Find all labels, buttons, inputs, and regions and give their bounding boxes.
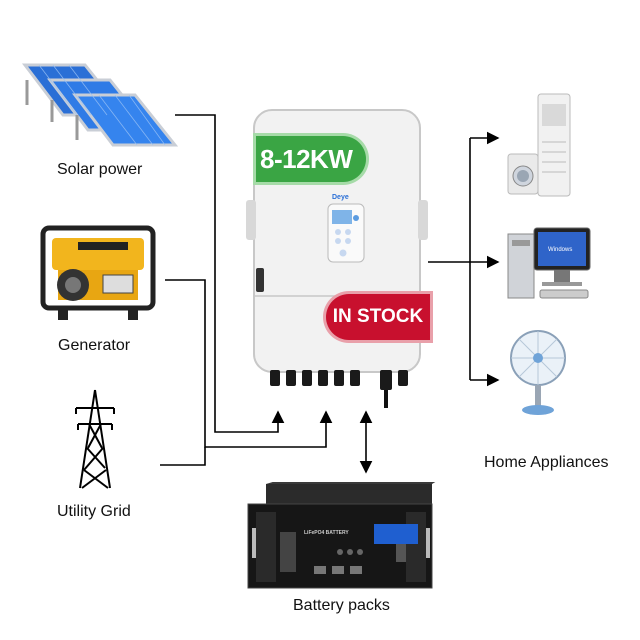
generator-icon: [40, 225, 156, 320]
grid-connection: [160, 447, 206, 466]
inverter-brand: Deye: [332, 194, 349, 201]
transmission-tower-icon: [75, 389, 115, 489]
power-badge-text: 8-12KW: [260, 143, 353, 174]
battery-label: Battery packs: [293, 597, 390, 614]
air-conditioner-icon: [507, 93, 571, 197]
electric-fan-icon: [510, 330, 566, 415]
stock-badge: IN STOCK: [326, 294, 430, 340]
appliances-label: Home Appliances: [484, 454, 609, 471]
generator-label: Generator: [58, 337, 131, 354]
inverter: Deye 8-12KW IN STOCK: [242, 108, 432, 408]
grid-label: Utility Grid: [57, 503, 131, 520]
battery-brand-text: LiFePO4 BATTERY: [304, 530, 349, 536]
desktop-computer-icon: [507, 227, 591, 299]
computer-screen-text: Windows: [548, 247, 573, 253]
stock-badge-text: IN STOCK: [332, 306, 424, 327]
solar-label: Solar power: [57, 161, 143, 178]
battery-pack: LiFePO4 BATTERY: [246, 482, 442, 590]
power-badge: 8-12KW: [256, 136, 366, 182]
solar-panel-icon: [21, 63, 179, 147]
battery-icon: [247, 482, 436, 589]
solar-connection: [175, 114, 285, 433]
